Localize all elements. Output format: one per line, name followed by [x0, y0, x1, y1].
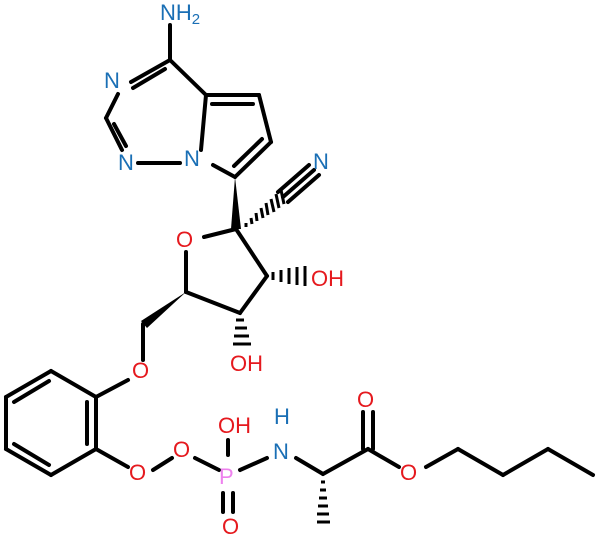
bond-n-calpha	[294, 456, 325, 476]
label-n-bridgehead: N	[184, 146, 200, 171]
bond-nitrile-2	[276, 163, 311, 194]
bond-n7a-c4a	[199, 93, 208, 152]
bonds	[4, 23, 595, 524]
label-amide-h: H	[274, 404, 290, 429]
bond-c2-n1	[104, 116, 124, 152]
bond-c4-n3-inner	[131, 67, 167, 90]
bond-nitrile-1	[281, 168, 316, 199]
bond-c1prime-cn-hash	[244, 189, 286, 227]
label-p-oxo: O	[222, 514, 239, 539]
label-n-triazine-3: N	[104, 68, 120, 93]
bond-ring-3	[4, 447, 53, 477]
label-n-triazine-1: N	[118, 150, 134, 175]
label-o-ring: O	[176, 227, 193, 252]
bond-calpha-ccarbonyl	[321, 447, 370, 476]
bond-c6-c7	[233, 140, 273, 179]
label-o-peroxy-1: O	[129, 460, 146, 485]
bond-ring-2	[49, 447, 98, 477]
label-amide-n: N	[273, 439, 289, 464]
bond-c4-n3	[129, 58, 172, 84]
bond-c1prime-o4prime	[202, 227, 238, 239]
bond-c7-c1prime-wedge	[231, 177, 241, 229]
label-o-peroxy-2: O	[173, 437, 190, 462]
label-o-carbonyl: O	[357, 387, 374, 412]
bond-o2-p	[193, 456, 221, 472]
bond-c3prime-c4prime	[184, 290, 242, 315]
bond-c7-n7a	[211, 163, 237, 179]
bond-ring-6	[49, 369, 98, 399]
bond-calpha-methyl-hash	[317, 480, 330, 524]
bond-nitrile-3	[286, 173, 321, 204]
bond-c1prime-c2prime	[234, 227, 269, 278]
bond-c2-n1-inner	[112, 122, 128, 148]
label-o-ester: O	[400, 460, 417, 485]
bond-o-aryl	[94, 378, 130, 399]
atom-labels: NH2 N N N N O OH OH O O O OH P O H N O O	[104, 0, 417, 539]
label-p-oh: OH	[218, 413, 251, 438]
bond-c4prime-c5prime-wedge	[141, 292, 186, 328]
bond-o1-o2	[151, 456, 174, 472]
bond-c2prime-c3prime	[238, 274, 269, 315]
bond-p-n	[238, 456, 269, 472]
bond-ring-5	[4, 369, 53, 399]
label-n-nitrile: N	[313, 149, 329, 174]
bond-c4a-c4	[168, 58, 208, 97]
label-oh-3prime: OH	[230, 351, 263, 376]
bond-oester-c1	[424, 447, 460, 469]
bond-butyl-c2-c3	[501, 447, 550, 477]
bond-c5-c6	[257, 93, 273, 144]
bond-c2prime-oh-hash	[271, 266, 307, 286]
bond-c-oester	[366, 447, 401, 469]
bond-c6-c7-inner	[232, 137, 264, 168]
bond-ring-5-inner	[12, 379, 51, 404]
bond-butyl-c1-c2	[456, 447, 505, 477]
bond-butyl-c3-c4	[546, 447, 595, 477]
bond-n3-c2	[104, 92, 120, 120]
bond-aryl-o1	[94, 447, 130, 469]
label-o-ether: O	[132, 358, 149, 383]
label-amine: NH2	[160, 0, 200, 28]
bond-c3prime-oh-hash	[233, 318, 251, 346]
label-phosphorus: P	[219, 464, 234, 489]
label-oh-2prime: OH	[311, 266, 344, 291]
bond-ring-3-inner	[12, 442, 51, 467]
